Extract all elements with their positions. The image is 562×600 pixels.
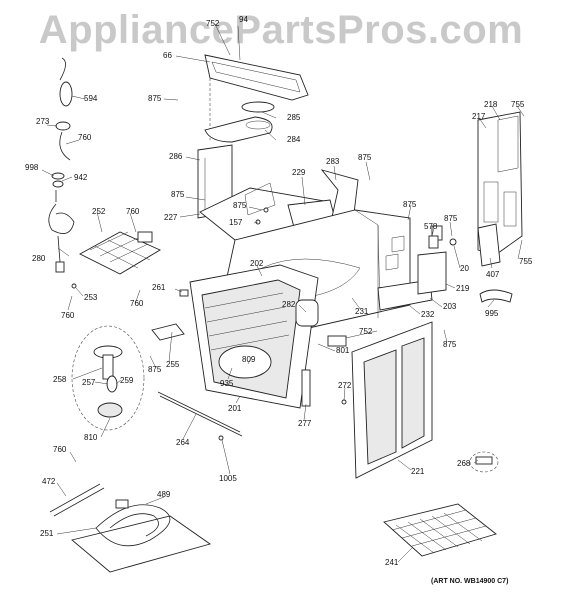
callout-1005: 1005	[219, 474, 237, 483]
callout-875: 875	[148, 365, 162, 374]
oven-rack	[383, 503, 497, 557]
callout-875: 875	[171, 190, 185, 199]
callout-231: 231	[355, 307, 369, 316]
callout-594: 594	[84, 94, 98, 103]
callout-219: 219	[456, 284, 470, 293]
callout-217: 217	[472, 112, 486, 121]
part-callouts: 752 94 66 875 285 284 594 273 760 998 94…	[25, 15, 533, 567]
vent-duct-part	[204, 101, 275, 143]
callout-283: 283	[326, 157, 340, 166]
callout-760: 760	[130, 299, 144, 308]
callout-157: 157	[229, 218, 243, 227]
callout-472: 472	[42, 477, 56, 486]
callout-272: 272	[338, 381, 352, 390]
callout-261: 261	[152, 283, 166, 292]
igniter-part	[48, 203, 75, 273]
bake-element-assembly	[49, 483, 212, 573]
rack-rail	[157, 391, 243, 441]
oven-door	[351, 321, 433, 479]
site-watermark: AppliancePartsPros.com	[38, 8, 524, 52]
callout-489: 489	[157, 490, 171, 499]
callout-875: 875	[403, 200, 417, 209]
callout-875: 875	[148, 94, 162, 103]
oven-liner	[189, 264, 319, 409]
callout-232: 232	[421, 310, 435, 319]
callout-285: 285	[287, 113, 301, 122]
callout-875: 875	[233, 201, 247, 210]
callout-942: 942	[74, 173, 88, 182]
callout-268: 268	[457, 459, 471, 468]
callout-66: 66	[163, 51, 172, 60]
callout-202: 202	[250, 259, 264, 268]
callout-258: 258	[53, 375, 67, 384]
callout-264: 264	[176, 438, 190, 447]
callout-203: 203	[443, 302, 457, 311]
callout-760: 760	[53, 445, 67, 454]
callout-255: 255	[166, 360, 180, 369]
shield-part	[151, 323, 185, 341]
callout-20: 20	[460, 264, 469, 273]
vent-trim-part	[204, 54, 309, 140]
callout-935: 935	[220, 379, 234, 388]
callout-273: 273	[36, 117, 50, 126]
callout-998: 998	[25, 163, 39, 172]
callout-227: 227	[164, 213, 178, 222]
callout-760: 760	[61, 311, 75, 320]
callout-752: 752	[359, 327, 373, 336]
art-number-note: (ART NO. WB14900 C7)	[431, 578, 509, 585]
callout-286: 286	[169, 152, 183, 161]
callout-752: 752	[206, 19, 220, 28]
back-panel	[477, 111, 523, 267]
callout-241: 241	[385, 558, 399, 567]
callout-578: 578	[424, 222, 438, 231]
callout-995: 995	[485, 309, 499, 318]
side-panel-parts	[377, 225, 447, 311]
callout-809: 809	[242, 355, 256, 364]
callout-755: 755	[511, 100, 525, 109]
sensor-part	[469, 451, 499, 473]
callout-229: 229	[292, 168, 306, 177]
callout-257: 257	[82, 378, 96, 387]
leader-lines	[41, 23, 525, 563]
callout-280: 280	[32, 254, 46, 263]
callout-201: 201	[228, 404, 242, 413]
callout-284: 284	[287, 135, 301, 144]
callout-875: 875	[443, 340, 457, 349]
bottom-burner-assembly	[71, 325, 145, 431]
terminal-block	[479, 289, 513, 303]
burner-probe-parts	[51, 57, 73, 202]
callout-407: 407	[486, 270, 500, 279]
callout-801: 801	[336, 346, 350, 355]
callout-810: 810	[84, 433, 98, 442]
callout-875: 875	[444, 214, 458, 223]
callout-218: 218	[484, 100, 498, 109]
callout-221: 221	[411, 467, 425, 476]
callout-760: 760	[78, 133, 92, 142]
callout-94: 94	[239, 15, 248, 24]
callout-755: 755	[519, 257, 533, 266]
misc-small-parts	[179, 235, 457, 327]
callout-259: 259	[120, 376, 134, 385]
callout-760: 760	[126, 207, 140, 216]
callout-251: 251	[40, 529, 54, 538]
callout-252: 252	[92, 207, 106, 216]
burner-bracket	[71, 231, 161, 289]
callout-875: 875	[358, 153, 372, 162]
callout-253: 253	[84, 293, 98, 302]
callout-282: 282	[282, 300, 296, 309]
callout-277: 277	[298, 419, 312, 428]
